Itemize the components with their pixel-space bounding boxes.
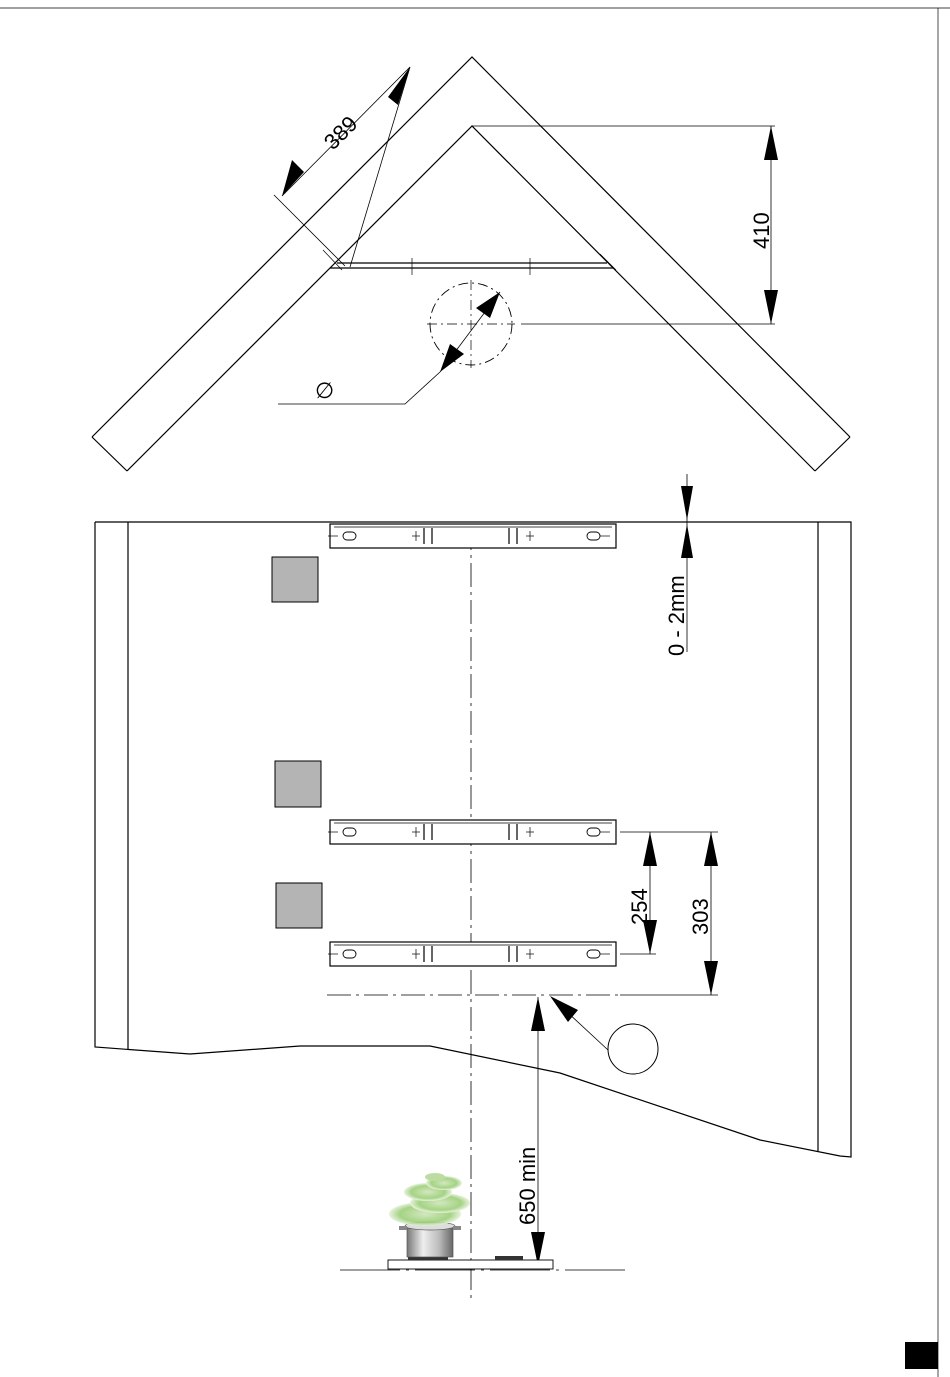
marker-square-1 (272, 557, 318, 602)
hood-outline-outer (92, 57, 850, 437)
front-view (95, 522, 851, 1303)
steam-icon (389, 1173, 470, 1226)
dim-410-label: 410 (749, 212, 774, 249)
dim-389 (274, 67, 410, 267)
pot-icon (399, 1222, 461, 1257)
wall-bracket (328, 524, 616, 548)
top-view: ∅ 389 410 (92, 57, 850, 471)
marker-square-2 (275, 761, 321, 807)
wall-bracket (328, 942, 616, 966)
cooktop (340, 1256, 625, 1270)
marker-square-3 (276, 883, 322, 928)
page-frame (0, 8, 950, 1377)
dim-389-label: 389 (319, 111, 363, 155)
wall-bracket (328, 820, 616, 844)
duct-circle (278, 280, 515, 404)
dim-gap-label: 0 - 2mm (664, 575, 689, 656)
dim-650-label: 650 min (515, 1147, 540, 1225)
dim-410 (472, 126, 778, 324)
callout-circle (550, 996, 658, 1074)
diameter-symbol: ∅ (315, 378, 334, 403)
dim-303-label: 303 (688, 898, 713, 935)
page-marker (905, 1342, 938, 1369)
plan-bracket (323, 250, 616, 275)
dim-254-label: 254 (627, 888, 652, 925)
wall-brackets (328, 524, 616, 966)
